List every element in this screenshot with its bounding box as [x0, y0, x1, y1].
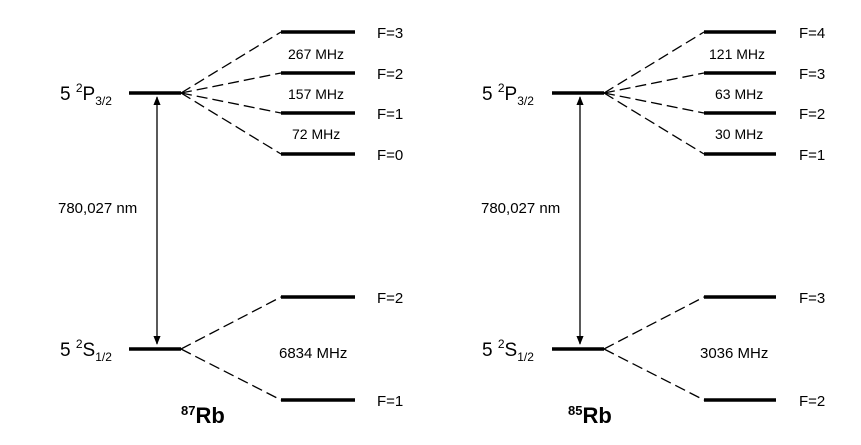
- rb85-splitting-label: 30 MHz: [715, 126, 763, 142]
- rb85-isotope-label: 85Rb: [568, 403, 612, 428]
- rb85-ground-splitting: 3036 MHz: [700, 345, 768, 362]
- rb85-s12-label: 5 2S1/2: [482, 337, 534, 364]
- rb87-wavelength-label: 780,027 nm: [58, 200, 137, 217]
- rb87-upper-connector: [180, 92, 282, 155]
- rb87-splitting-label: 267 MHz: [288, 46, 344, 62]
- rb85-f-label: F=3: [799, 290, 825, 307]
- rb85-wavelength-label: 780,027 nm: [481, 200, 560, 217]
- rb87-f-label: F=1: [377, 106, 403, 123]
- rb85-f-label: F=1: [799, 147, 825, 164]
- rb87-splitting-label: 157 MHz: [288, 86, 344, 102]
- rb87-lower-connector: [180, 296, 282, 350]
- rb85-f-label: F=2: [799, 106, 825, 123]
- rb85-upper-connector: [603, 72, 705, 94]
- rb87-f-label: F=3: [377, 25, 403, 42]
- rb85-splitting-label: 121 MHz: [709, 46, 765, 62]
- rb87-isotope-label: 87Rb: [181, 403, 225, 428]
- rb87-f-label: F=2: [377, 290, 403, 307]
- rb87-upper-connector: [180, 31, 282, 94]
- rb87-s12-label: 5 2S1/2: [60, 337, 112, 364]
- rb85-upper-connector: [603, 92, 705, 114]
- rb85-f-label: F=2: [799, 393, 825, 410]
- rb87-diagram: 5 2P3/2 5 2S1/2 780,027 nm F=3 F=2 F=1 F…: [58, 25, 403, 428]
- rb85-upper-connector: [603, 92, 705, 155]
- rb85-splitting-label: 63 MHz: [715, 86, 763, 102]
- rb87-lower-connector: [180, 348, 282, 401]
- rb87-f-label: F=1: [377, 393, 403, 410]
- rb87-upper-connector: [180, 72, 282, 94]
- rb85-p32-label: 5 2P3/2: [482, 81, 534, 108]
- rb87-ground-splitting: 6834 MHz: [279, 345, 347, 362]
- rb87-upper-connector: [180, 92, 282, 114]
- rb87-f-label: F=2: [377, 66, 403, 83]
- rb87-f-label: F=0: [377, 147, 403, 164]
- rb85-upper-connector: [603, 31, 705, 94]
- rb87-splitting-label: 72 MHz: [292, 126, 340, 142]
- rb85-f-label: F=4: [799, 25, 825, 42]
- rb85-lower-connector: [603, 296, 705, 350]
- rb85-lower-connector: [603, 348, 705, 401]
- rb85-diagram: 5 2P3/2 5 2S1/2 780,027 nm F=4 F=3 F=2 F…: [481, 25, 825, 428]
- rb87-p32-label: 5 2P3/2: [60, 81, 112, 108]
- rb85-f-label: F=3: [799, 66, 825, 83]
